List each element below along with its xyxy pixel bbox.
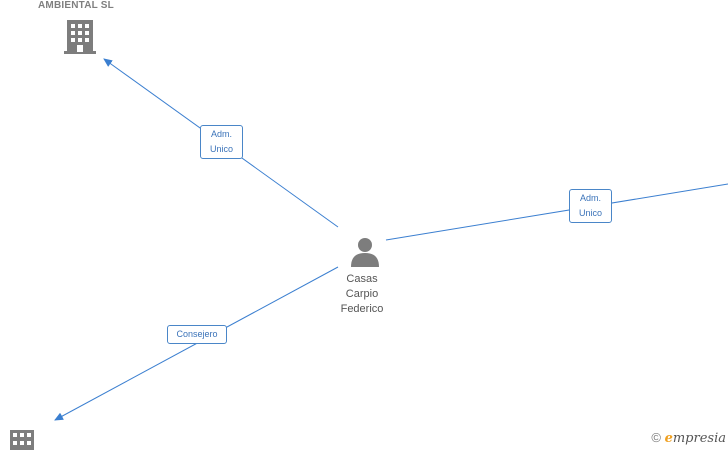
brand-logo: empresia <box>665 431 726 446</box>
edge-label-adm-unico-top[interactable]: Adm. Unico <box>200 125 243 159</box>
edge-label-consejero[interactable]: Consejero <box>167 325 227 344</box>
edge-label-line-1: Consejero <box>176 329 218 339</box>
person-name-line-2: Carpio <box>345 288 379 300</box>
copyright-symbol: © <box>651 430 661 445</box>
brand-initial: e <box>664 431 673 446</box>
edge-line-right <box>385 183 728 241</box>
edge-label-line-2: Unico <box>578 208 602 218</box>
building-icon-bottom[interactable] <box>10 430 34 450</box>
person-name[interactable]: Casas Carpio Federico <box>322 272 402 317</box>
person-name-line-3: Federico <box>340 303 384 315</box>
edge-label-adm-unico-right[interactable]: Adm. Unico <box>569 189 612 223</box>
empresia-watermark: © empresia <box>651 430 726 446</box>
edge-label-line-2: Unico <box>209 144 233 154</box>
person-icon[interactable] <box>350 237 380 267</box>
edge-label-line-1: Adm. <box>210 129 232 139</box>
person-name-line-1: Casas <box>346 273 378 285</box>
brand-rest: mpresia <box>672 431 726 446</box>
edge-label-line-1: Adm. <box>579 193 601 203</box>
company-top-name[interactable]: AMBIENTAL SL <box>38 0 114 11</box>
building-icon[interactable] <box>64 20 96 54</box>
